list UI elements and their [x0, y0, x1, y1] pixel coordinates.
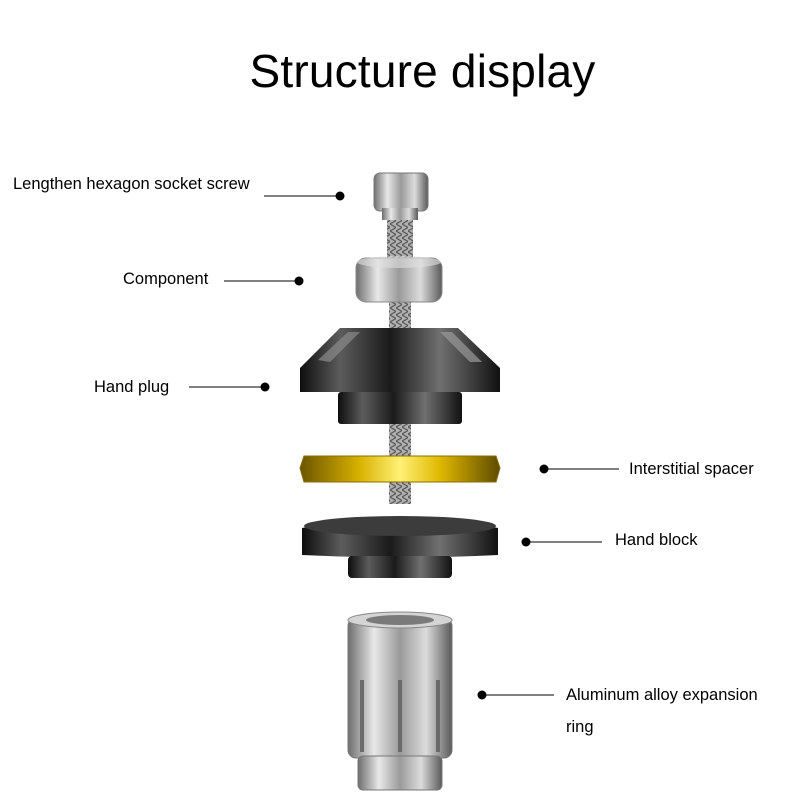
leader-spacer — [539, 464, 619, 474]
screw-part — [373, 172, 429, 504]
label-screw: Lengthen hexagon socket screw — [13, 175, 250, 193]
label-hand-plug: Hand plug — [94, 378, 170, 396]
expansion-ring-part — [347, 611, 453, 791]
label-hand-block: Hand block — [615, 531, 698, 549]
label-component: Component — [123, 270, 209, 288]
hand-plug-part — [300, 328, 500, 424]
label-spacer: Interstitial spacer — [629, 460, 754, 478]
leader-component — [224, 276, 304, 286]
leader-hand-plug — [189, 382, 270, 392]
page-title: Structure display — [249, 45, 596, 97]
spacer-part — [299, 455, 501, 483]
leader-hand-block — [521, 537, 602, 547]
label-expansion-ring: Aluminum alloy expansion ring — [566, 686, 758, 736]
leader-expansion-ring — [477, 690, 554, 700]
leader-screw — [264, 191, 345, 201]
hand-block-part — [302, 516, 498, 578]
component-part — [355, 256, 443, 303]
